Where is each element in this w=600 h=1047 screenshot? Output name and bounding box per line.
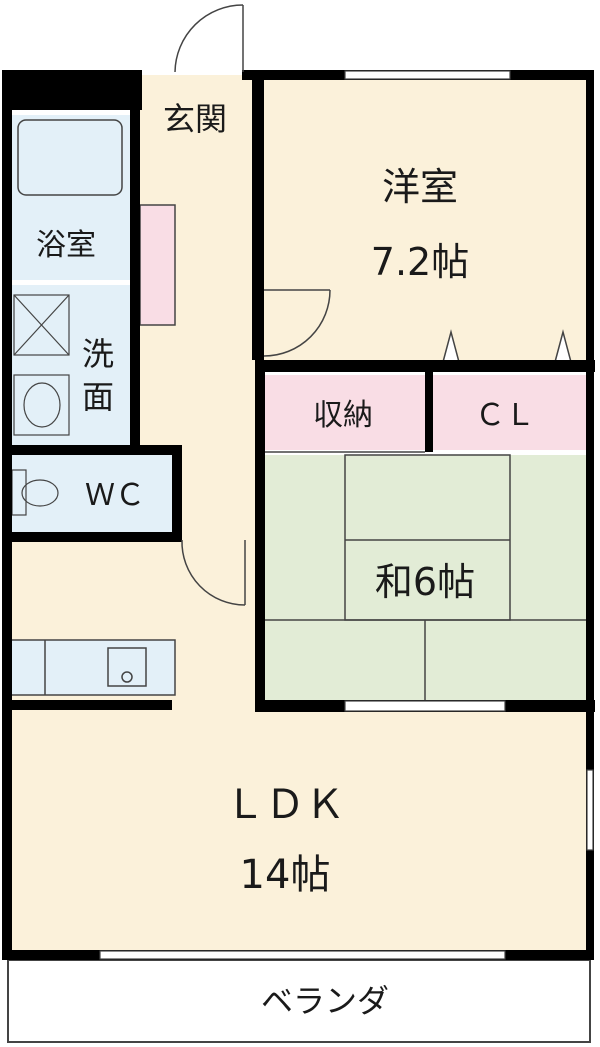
western-room-floor (260, 75, 590, 370)
toilet-floor (8, 455, 178, 535)
entrance-label: 玄関 (163, 100, 227, 138)
balcony-floor (7, 959, 591, 1043)
western-room-size-label: 7.2帖 (371, 240, 469, 284)
ldk-label: ＬＤＫ (225, 782, 345, 828)
washing-machine-icon (13, 294, 70, 356)
windows (99, 70, 594, 960)
storage-label: 収納 (313, 398, 373, 433)
ldk-door (181, 539, 246, 606)
toilet-label: ＷＣ (85, 478, 145, 513)
balcony-label: ベランダ (261, 982, 389, 1020)
japanese-room-label: 和6帖 (375, 560, 475, 604)
bathroom-label: 浴室 (36, 228, 96, 263)
entrance-door (174, 4, 244, 73)
western-room-label: 洋室 (382, 165, 458, 209)
wash-basin-icon (13, 374, 70, 436)
storage-floor (265, 375, 425, 450)
tatami-mats (262, 454, 587, 705)
western-room-door (263, 289, 331, 357)
kitchen-counter (9, 639, 176, 696)
ldk-size-label: 14帖 (240, 852, 331, 898)
shoe-cabinet (139, 204, 176, 326)
bathtub-icon (17, 119, 123, 196)
closet-label: ＣＬ (475, 398, 535, 433)
washroom-label-top: 洗 (82, 335, 114, 373)
washroom-label-bottom: 面 (82, 378, 114, 416)
closet-floor (430, 375, 588, 450)
